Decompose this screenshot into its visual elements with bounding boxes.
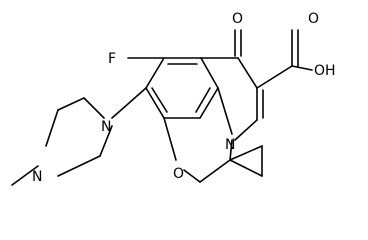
fluorine-label: F xyxy=(108,51,116,67)
acid-oxygen-label: O xyxy=(308,11,319,27)
piperazine-n1-label: N xyxy=(101,119,111,135)
piperazine-n4-label: N xyxy=(32,169,42,185)
oxazine-ring xyxy=(163,117,233,183)
benzene-ring xyxy=(145,57,219,119)
ring-oxygen-label: O xyxy=(173,166,184,182)
molecule-drawing: F O O OH N N O N xyxy=(11,11,336,186)
carboxylic-acid xyxy=(256,29,313,89)
ring-nitrogen-label: N xyxy=(225,137,235,153)
structure-canvas: F O O OH N N O N xyxy=(11,11,336,186)
pyridone-ring xyxy=(200,57,264,141)
piperazine-ring xyxy=(11,87,147,186)
cyclopropane-ring xyxy=(229,145,263,177)
hydroxyl-label: OH xyxy=(314,63,336,79)
ketone-bond xyxy=(234,29,242,57)
ketone-oxygen-label: O xyxy=(232,11,243,27)
